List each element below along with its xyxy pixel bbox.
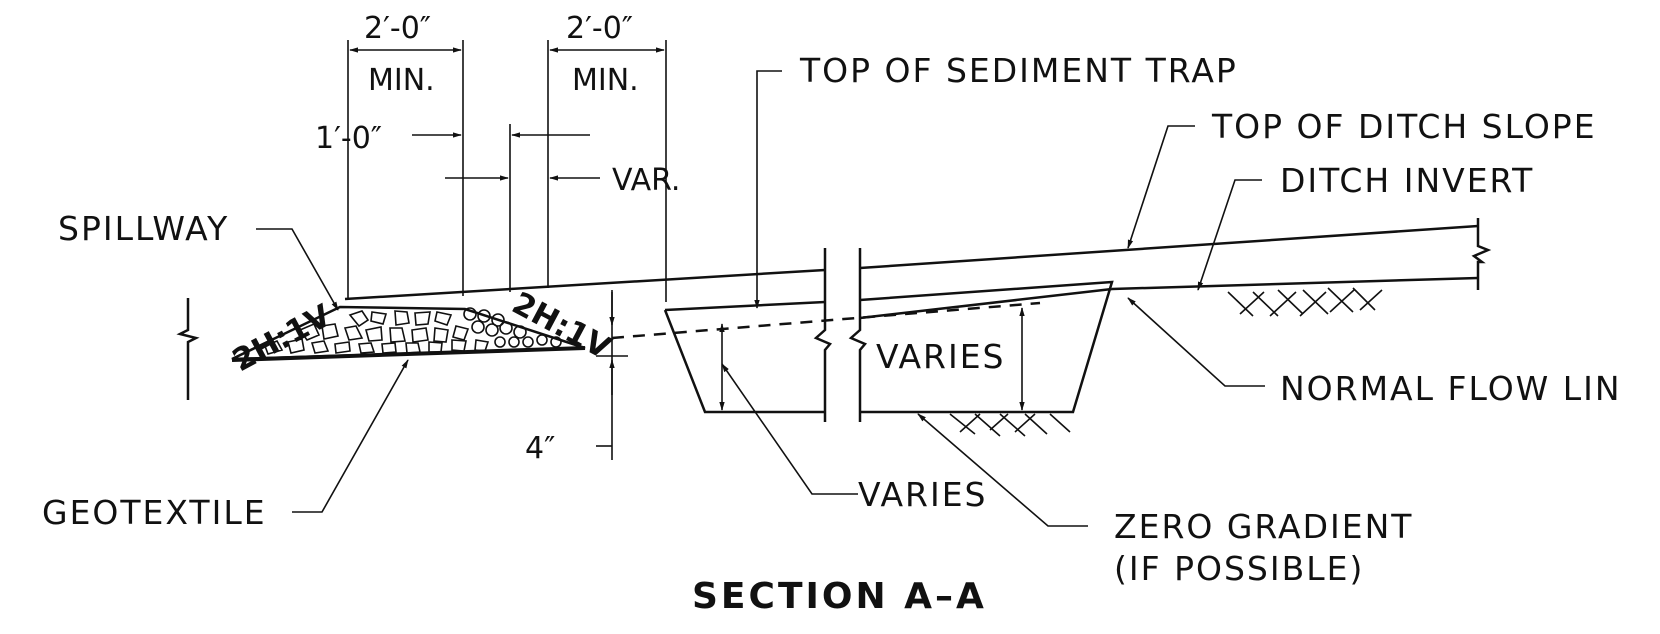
ground-hatch — [949, 287, 1383, 437]
ditch-invert-label: DITCH INVERT — [1280, 161, 1534, 200]
zero-gradient-label: ZERO GRADIENT — [1114, 507, 1413, 546]
dimension-lines — [347, 40, 1025, 460]
spillway-label: SPILLWAY — [58, 209, 229, 248]
left-top-min-dim: MIN. — [368, 63, 435, 98]
rock-fill-pattern — [263, 307, 562, 355]
section-title: SECTION A–A — [692, 576, 987, 617]
top-of-sediment-trap-label: TOP OF SEDIMENT TRAP — [799, 51, 1238, 90]
geotextile-label: GEOTEXTILE — [42, 493, 267, 532]
geotextile-line — [231, 346, 586, 362]
crest-offset-dim: 1′-0″ — [315, 121, 382, 156]
normal-flow-line-label: NORMAL FLOW LIN — [1280, 369, 1622, 408]
right-top-min-dim: MIN. — [572, 63, 639, 98]
right-top-width-dim: 2′-0″ — [566, 11, 633, 46]
leaders — [256, 70, 1265, 527]
top-of-ditch-slope-line — [344, 218, 1492, 301]
center-break — [813, 248, 868, 422]
top-of-ditch-slope-label: TOP OF DITCH SLOPE — [1211, 107, 1597, 146]
left-break-line — [176, 298, 200, 400]
ditch-invert-line — [859, 276, 1479, 320]
depth-dim: 4″ — [525, 431, 555, 466]
rock-berm: 2H:1V 2H:1V — [227, 285, 616, 379]
varies-bottom-label: VARIES — [858, 475, 988, 514]
varies-inside-label: VARIES — [876, 337, 1006, 376]
var-dim: VAR. — [612, 163, 680, 198]
if-possible-label: (IF POSSIBLE) — [1114, 549, 1364, 588]
left-top-width-dim: 2′-0″ — [364, 11, 431, 46]
